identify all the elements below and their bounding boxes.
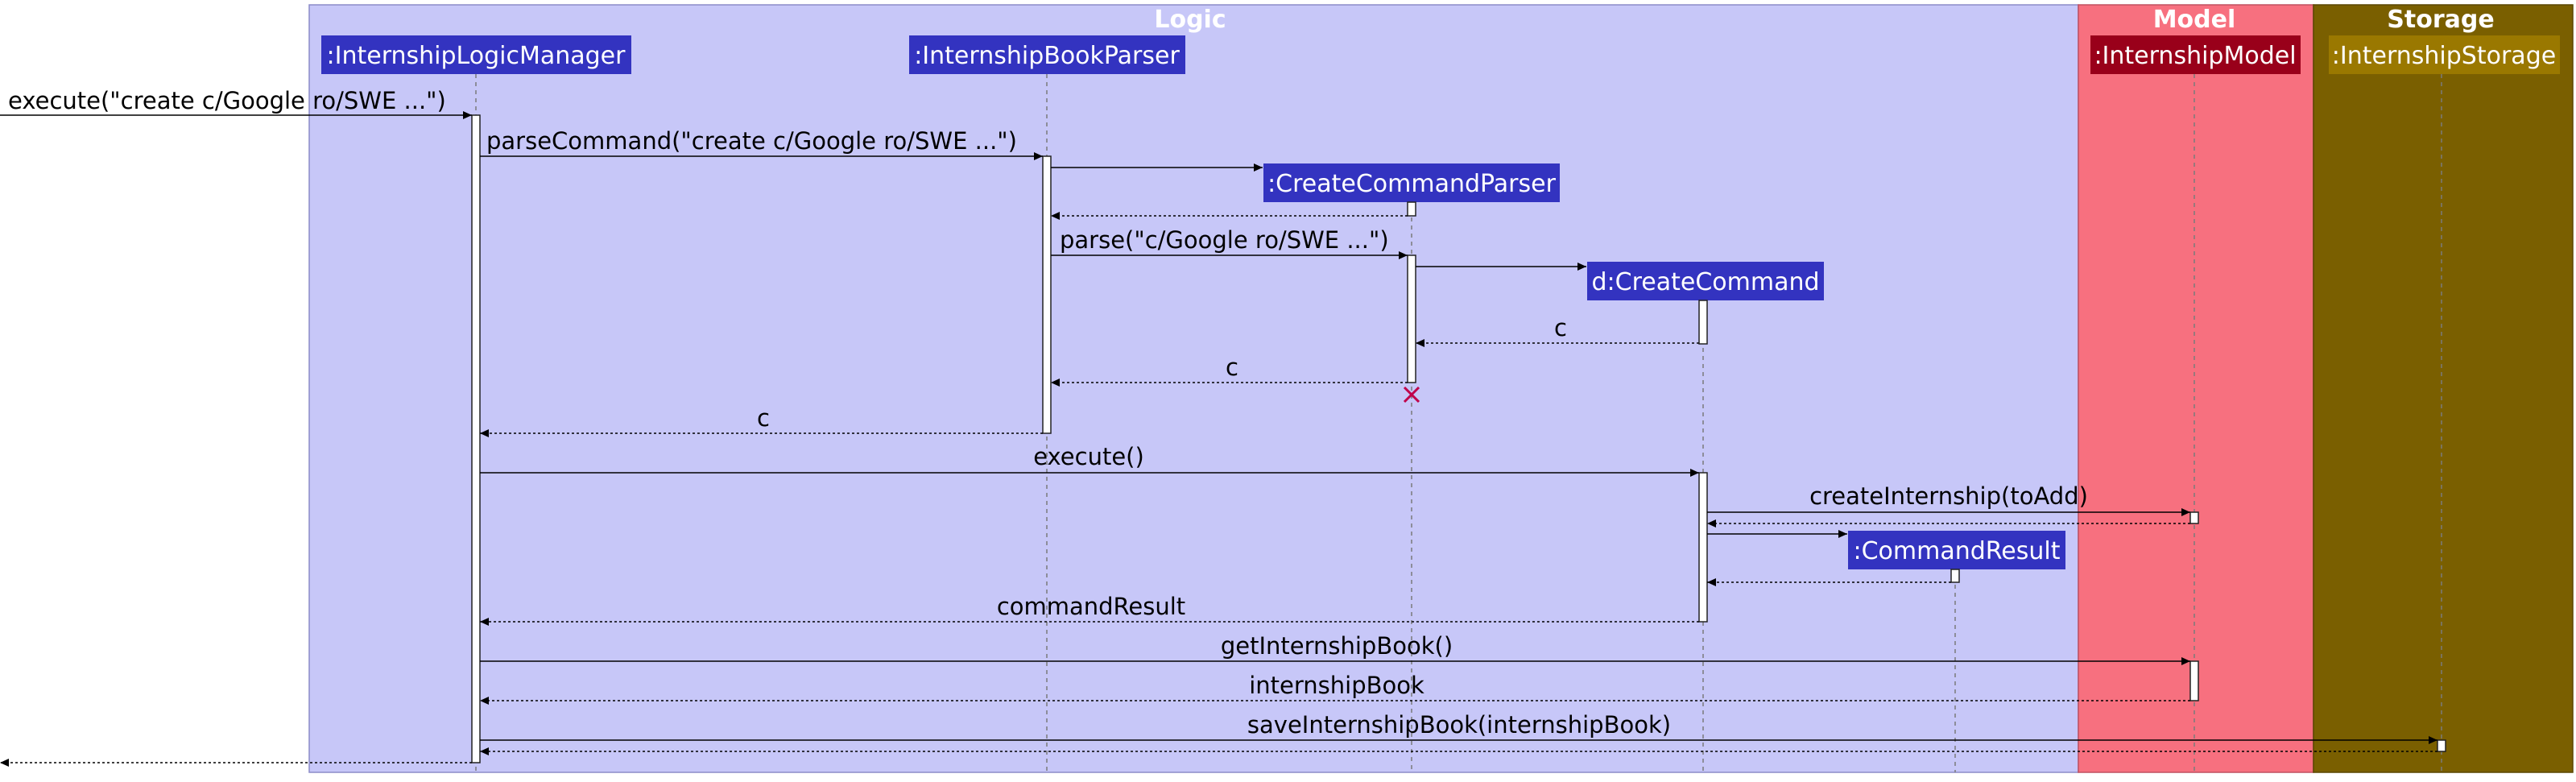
participant-command-result: :CommandResult xyxy=(1848,531,2065,569)
arrow-head-icon xyxy=(2181,657,2190,665)
arrow-head-icon xyxy=(2429,736,2437,744)
box-storage: Storage xyxy=(2313,4,2574,773)
arrow-head-icon xyxy=(480,429,489,437)
participant-create-command-parser-label: :CreateCommandParser xyxy=(1267,170,1557,198)
message-7: c xyxy=(1416,314,1699,347)
arrow-head-icon xyxy=(1838,530,1847,538)
arrow-head-icon xyxy=(1034,152,1043,160)
message-1-label: execute("create c/Google ro/SWE ...") xyxy=(8,87,446,114)
arrow-head-icon xyxy=(1051,379,1060,387)
message-10: execute() xyxy=(480,443,1699,477)
participant-internship-storage-box xyxy=(2329,35,2560,74)
participant-internship-storage-label: :InternshipStorage xyxy=(2332,42,2556,70)
participant-internship-logic-manager-box xyxy=(321,35,631,74)
activation-create-command-execute xyxy=(1698,472,1708,623)
arrow-head-icon xyxy=(1051,212,1060,220)
message-4 xyxy=(1051,212,1408,220)
message-16-label: getInternshipBook() xyxy=(1221,632,1453,660)
participant-internship-model-box xyxy=(2090,35,2301,74)
arrow-head-icon xyxy=(1254,163,1263,172)
message-7-label: c xyxy=(1554,314,1567,341)
box-storage-background xyxy=(2313,4,2574,773)
box-logic: Logic xyxy=(308,4,2079,773)
arrow-head-icon xyxy=(2181,508,2190,516)
message-17: internshipBook xyxy=(480,672,2190,705)
participant-create-command: d:CreateCommand xyxy=(1587,262,1824,300)
destroy-marker-icon xyxy=(1403,386,1420,403)
participant-command-result-box xyxy=(1848,531,2065,569)
participant-internship-model-label: :InternshipModel xyxy=(2094,42,2296,70)
arrow-head-icon xyxy=(480,747,489,755)
arrow-head-icon xyxy=(1416,339,1424,347)
message-11: createInternship(toAdd) xyxy=(1707,482,2190,516)
message-12 xyxy=(1707,519,2190,528)
activation-internship-model-create xyxy=(2189,511,2199,524)
participant-internship-model: :InternshipModel xyxy=(2090,35,2301,74)
message-2: parseCommand("create c/Google ro/SWE ...… xyxy=(480,127,1043,160)
message-11-label: createInternship(toAdd) xyxy=(1809,482,2088,510)
message-8: c xyxy=(1051,354,1408,387)
message-20 xyxy=(0,759,472,767)
participant-internship-book-parser-box xyxy=(909,35,1185,74)
participant-create-command-parser: :CreateCommandParser xyxy=(1263,163,1560,202)
participant-internship-storage: :InternshipStorage xyxy=(2329,35,2560,74)
arrow-head-icon xyxy=(1690,469,1699,477)
arrow-head-icon xyxy=(1577,263,1586,271)
arrow-head-icon xyxy=(480,618,489,626)
activation-create-command-constructor xyxy=(1698,300,1708,345)
box-logic-title: Logic xyxy=(1154,6,1226,34)
message-1: execute("create c/Google ro/SWE ...") xyxy=(0,87,472,119)
arrow-head-icon xyxy=(1707,519,1716,528)
box-logic-background xyxy=(308,4,2079,773)
message-6 xyxy=(1416,263,1586,271)
activation-create-command-parser-constructor xyxy=(1407,201,1416,217)
participant-internship-book-parser: :InternshipBookParser xyxy=(909,35,1185,74)
arrow-head-icon xyxy=(1399,251,1408,259)
participant-internship-book-parser-label: :InternshipBookParser xyxy=(914,42,1180,70)
activation-command-result xyxy=(1950,569,1960,583)
box-model-title: Model xyxy=(2153,6,2236,34)
message-14 xyxy=(1707,578,1951,586)
activation-internship-model-get xyxy=(2189,660,2199,701)
message-10-label: execute() xyxy=(1033,443,1144,470)
activation-internship-book-parser xyxy=(1042,155,1052,434)
message-9: c xyxy=(480,404,1043,437)
message-18: saveInternshipBook(internshipBook) xyxy=(480,711,2437,744)
message-13 xyxy=(1707,530,1847,538)
box-model-background xyxy=(2078,4,2314,773)
message-9-label: c xyxy=(757,404,770,432)
message-15: commandResult xyxy=(480,593,1699,626)
participant-internship-logic-manager-label: :InternshipLogicManager xyxy=(327,42,626,70)
message-8-label: c xyxy=(1226,354,1238,381)
box-storage-title: Storage xyxy=(2387,6,2494,34)
message-15-label: commandResult xyxy=(997,593,1185,620)
arrow-head-icon xyxy=(0,759,9,767)
activation-internship-storage-save xyxy=(2437,739,2446,752)
participant-create-command-parser-box xyxy=(1263,163,1560,202)
arrow-head-icon xyxy=(463,111,472,119)
message-19 xyxy=(480,747,2437,755)
participant-create-command-label: d:CreateCommand xyxy=(1591,268,1819,296)
message-16: getInternshipBook() xyxy=(480,632,2190,665)
message-5-label: parse("c/Google ro/SWE ...") xyxy=(1060,226,1389,254)
participant-create-command-box xyxy=(1587,262,1824,300)
participant-command-result-label: :CommandResult xyxy=(1854,537,2061,565)
message-2-label: parseCommand("create c/Google ro/SWE ...… xyxy=(486,127,1017,155)
activation-create-command-parser-parse xyxy=(1407,254,1416,383)
message-18-label: saveInternshipBook(internshipBook) xyxy=(1247,711,1671,739)
participant-internship-logic-manager: :InternshipLogicManager xyxy=(321,35,631,74)
arrow-head-icon xyxy=(1707,578,1716,586)
activation-internship-logic-manager xyxy=(471,114,481,763)
message-17-label: internshipBook xyxy=(1249,672,1424,699)
message-5: parse("c/Google ro/SWE ...") xyxy=(1051,226,1408,259)
arrow-head-icon xyxy=(480,697,489,705)
message-3 xyxy=(1051,163,1263,172)
box-model: Model xyxy=(2078,4,2314,773)
